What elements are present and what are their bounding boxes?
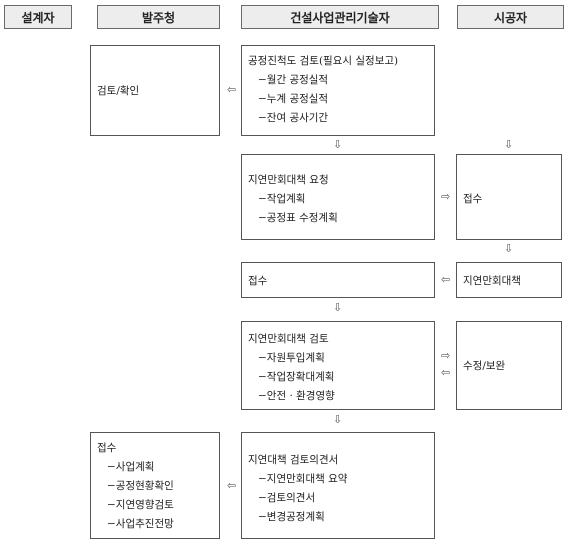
header-client: 발주청 [97, 5, 220, 29]
arrow-down-icon: ⇩ [333, 138, 343, 151]
arrow-down-icon: ⇩ [333, 301, 343, 314]
arrow-left-icon: ⇦ [227, 83, 237, 96]
box-item: −검토의견서 [258, 492, 316, 504]
box-line: 접수 [463, 193, 483, 205]
arrow-left-icon: ⇦ [441, 366, 451, 379]
box-item: −공정현황확인 [107, 480, 174, 492]
review-confirm-box: 검토/확인 [90, 45, 220, 136]
contractor-recovery-box: 지연만회대책 [456, 262, 562, 298]
box-item: −지연만회대책 요약 [258, 473, 348, 485]
box-item: −작업계획 [258, 193, 306, 205]
box-title: 접수 [97, 442, 117, 454]
box-title: 지연만회대책 요청 [248, 174, 329, 186]
cm-receipt-box: 접수 [241, 262, 435, 298]
delay-opinion-box: 지연대책 검토의견서 −지연만회대책 요약 −검토의견서 −변경공정계획 [241, 432, 435, 539]
client-receipt-box: 접수 −사업계획 −공정현황확인 −지연영향검토 −사업추진전망 [90, 432, 220, 539]
box-item: −지연영향검토 [107, 499, 174, 511]
box-item: −사업계획 [107, 461, 155, 473]
recovery-review-box: 지연만회대책 검토 −자원투입계획 −작업장확대계획 −안전 · 환경영향 [241, 321, 435, 410]
header-contractor: 시공자 [457, 5, 564, 29]
recovery-request-box: 지연만회대책 요청 −작업계획 −공정표 수정계획 [241, 154, 435, 240]
box-item: −누계 공정실적 [258, 93, 329, 105]
box-item: −잔여 공사기간 [258, 112, 329, 124]
box-item: −변경공정계획 [258, 511, 325, 523]
box-title: 지연대책 검토의견서 [248, 454, 339, 466]
arrow-left-icon: ⇦ [227, 479, 237, 492]
box-title: 공정진척도 검토(필요시 실정보고) [248, 55, 399, 67]
box-item: −월간 공정실적 [258, 74, 329, 86]
arrow-down-icon: ⇩ [504, 242, 514, 255]
header-construction-manager: 건설사업관리기술자 [241, 5, 439, 29]
box-item: −사업추진전망 [107, 518, 174, 530]
box-line: 수정/보완 [463, 360, 506, 372]
box-item: −자원투입계획 [258, 352, 325, 364]
box-line: 접수 [248, 275, 268, 287]
arrow-left-icon: ⇦ [441, 273, 451, 286]
box-item: −작업장확대계획 [258, 371, 335, 383]
arrow-right-icon: ⇨ [441, 349, 451, 362]
box-line: 검토/확인 [97, 85, 140, 97]
box-line: 지연만회대책 [463, 275, 521, 287]
box-item: −공정표 수정계획 [258, 212, 338, 224]
header-designer: 설계자 [4, 5, 72, 29]
progress-review-box: 공정진척도 검토(필요시 실정보고) −월간 공정실적 −누계 공정실적 −잔여… [241, 45, 435, 136]
box-title: 지연만회대책 검토 [248, 333, 329, 345]
arrow-down-icon: ⇩ [504, 138, 514, 151]
arrow-down-icon: ⇩ [333, 413, 343, 426]
arrow-right-icon: ⇨ [441, 190, 451, 203]
box-item: −안전 · 환경영향 [258, 390, 335, 402]
contractor-receipt-box: 접수 [456, 154, 562, 240]
revise-supplement-box: 수정/보완 [456, 321, 562, 410]
